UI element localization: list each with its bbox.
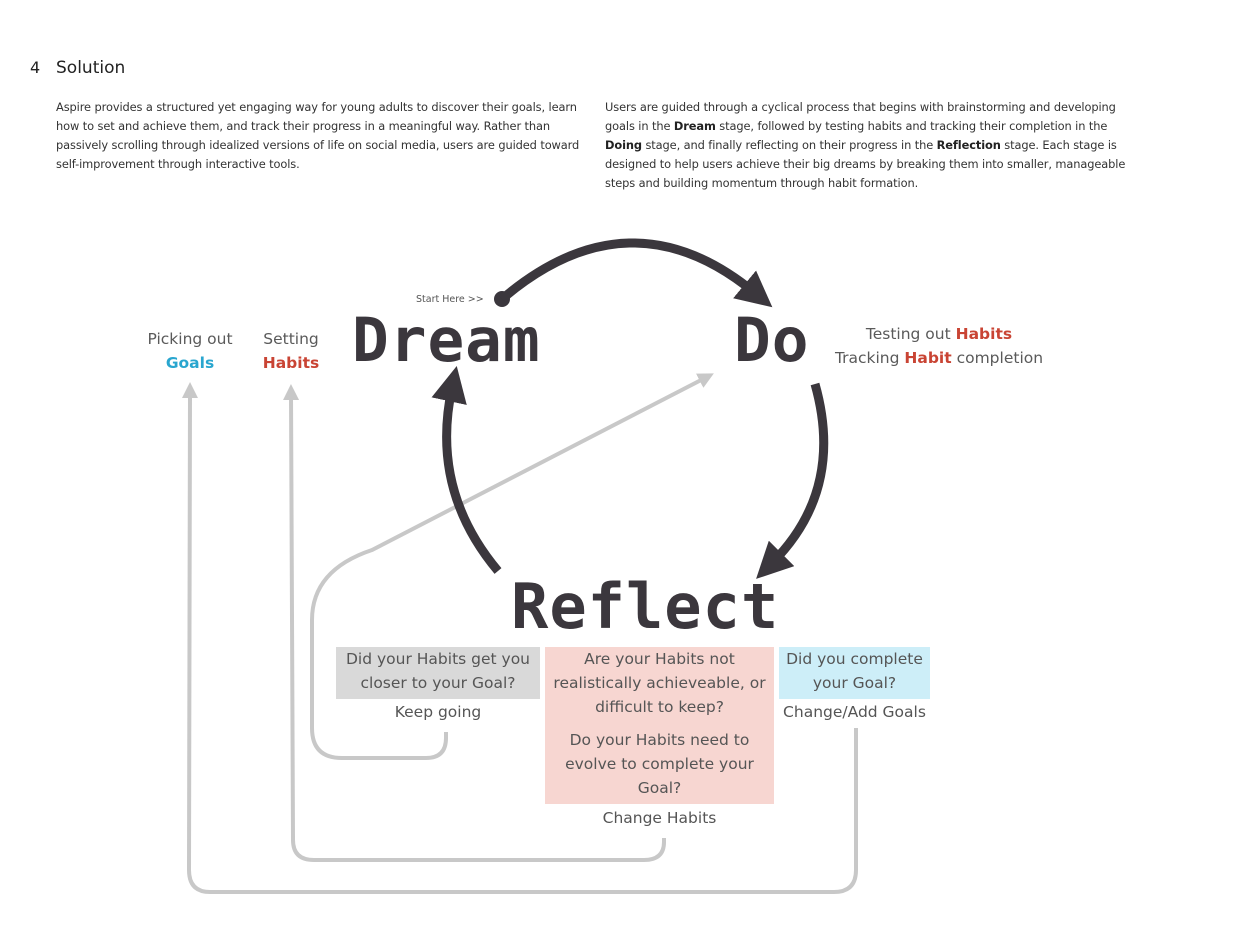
picking-out-text: Picking out — [147, 330, 233, 348]
grey-question-box: Did your Habits get you closer to your G… — [336, 647, 540, 699]
arrow-change-goals-to-picking — [181, 382, 858, 894]
para-text-1: Users are guided through a cyclical proc… — [605, 100, 1116, 133]
para-bold-doing: Doing — [605, 138, 642, 152]
goals-text: Goals — [165, 354, 215, 372]
intro-paragraph-left: Aspire provides a structured yet engagin… — [56, 100, 580, 171]
para-bold-reflection: Reflection — [936, 138, 1001, 152]
stage-reflect: Reflect — [511, 570, 780, 643]
arrow-dream-to-do — [499, 238, 773, 308]
pink-question-1: Are your Habits not realistically achiev… — [553, 650, 766, 716]
pink-question-2: Do your Habits need to evolve to complet… — [565, 731, 754, 797]
habits-highlight: Habits — [955, 325, 1013, 343]
blue-question-box: Did you complete your Goal? — [779, 647, 930, 699]
testing-habits-line: Testing out Habits — [826, 322, 1052, 346]
section-title: Solution — [56, 58, 126, 78]
pink-question-box: Are your Habits not realistically achiev… — [545, 647, 774, 804]
setting-habits-label: Setting Habits — [251, 327, 331, 375]
tracking-habit-line: Tracking Habit completion — [826, 346, 1052, 370]
start-here-label: Start Here >> — [416, 294, 484, 305]
change-add-goals-label: Change/Add Goals — [783, 703, 926, 721]
para-text-3: stage, and finally reflecting on their p… — [641, 138, 937, 152]
habits-text: Habits — [262, 354, 320, 372]
stage-do: Do — [734, 305, 810, 376]
para-text-2: stage, followed by testing habits and tr… — [715, 119, 1108, 133]
section-number: 4 — [30, 58, 41, 77]
arrow-keep-going-to-do — [310, 373, 714, 760]
setting-text: Setting — [263, 330, 319, 348]
change-habits-label: Change Habits — [602, 809, 717, 827]
arrow-do-to-reflect — [756, 382, 829, 579]
para-text-4: stage. Each stage is designed to help us… — [605, 138, 1126, 190]
para-bold-dream: Dream — [673, 119, 716, 133]
completion-text: completion — [951, 349, 1044, 367]
stage-dream: Dream — [352, 305, 541, 376]
habit-highlight: Habit — [904, 349, 952, 367]
intro-paragraph-right: Users are guided through a cyclical proc… — [605, 98, 1145, 193]
do-stage-description: Testing out Habits Tracking Habit comple… — [826, 322, 1052, 370]
tracking-text: Tracking — [834, 349, 905, 367]
picking-goals-label: Picking out Goals — [140, 327, 240, 375]
testing-out-text: Testing out — [865, 325, 956, 343]
arrow-reflect-to-dream — [431, 366, 502, 574]
keep-going-label: Keep going — [394, 703, 482, 721]
arrow-change-habits-to-setting — [283, 384, 666, 862]
